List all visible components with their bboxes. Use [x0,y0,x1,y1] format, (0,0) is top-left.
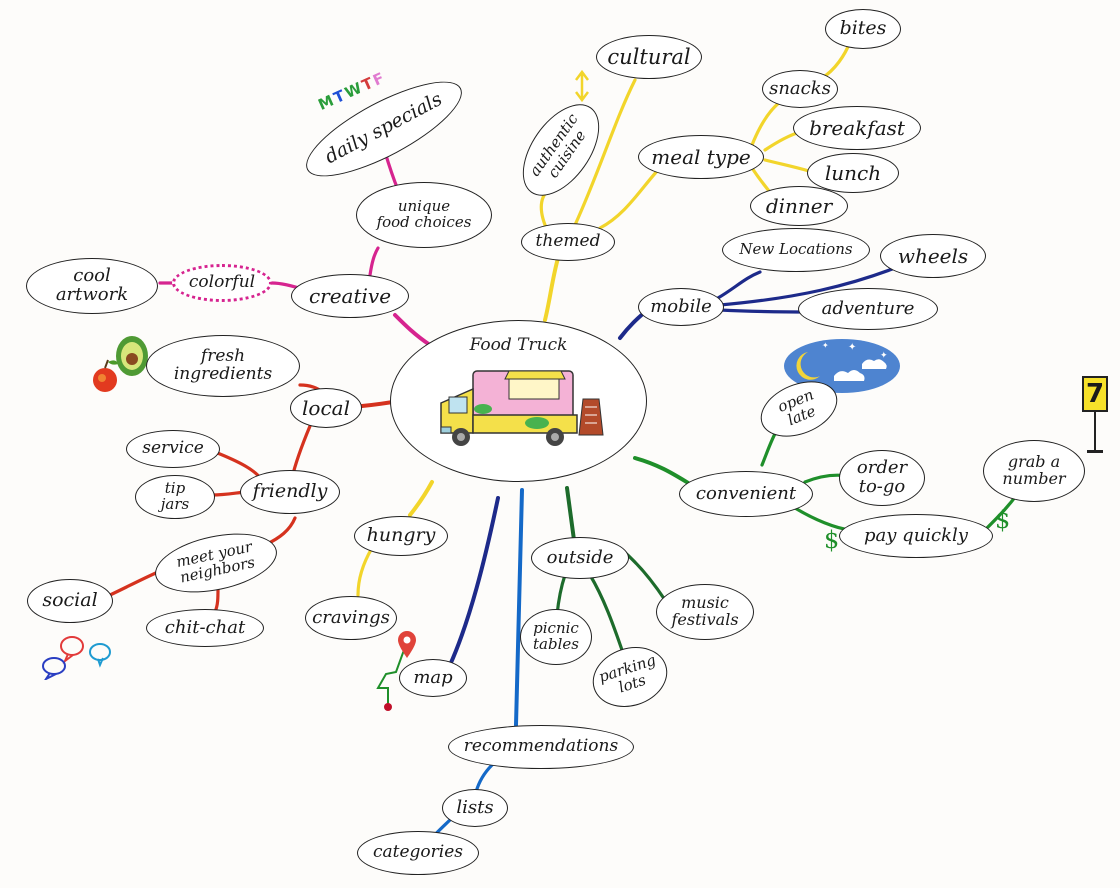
node-bites[interactable]: bites [825,9,901,49]
node-cravings[interactable]: cravings [305,596,397,640]
node-grab-a-number[interactable]: grab a number [983,440,1085,502]
branch-pay-quickly [793,506,852,532]
node-outside[interactable]: outside [531,537,629,579]
branch-unique-food [368,246,380,277]
node-tip-jars[interactable]: tip jars [135,475,215,519]
node-lists[interactable]: lists [442,789,508,827]
branch-social [108,570,160,597]
svg-text:✦: ✦ [880,351,888,361]
node-breakfast[interactable]: breakfast [793,106,921,150]
node-social[interactable]: social [27,579,113,623]
node-categories[interactable]: categories [357,831,479,875]
branch-cravings [356,546,374,597]
number-sign-icon: 7 [1082,376,1112,466]
map-pin-icon [398,631,416,658]
node-new-locations[interactable]: New Locations [722,228,870,272]
branch-cultural [573,78,637,227]
node-music-festivals[interactable]: music festivals [656,584,754,640]
dollar-icon-left: $ [824,526,840,554]
node-service[interactable]: service [126,430,220,468]
branch-bites [820,40,852,80]
branch-recommendations [514,488,524,727]
node-recommendations[interactable]: recommendations [448,725,634,769]
number-sign-text: 7 [1082,376,1108,412]
node-order-to-go[interactable]: order to-go [839,450,925,506]
node-unique-food-choices[interactable]: unique food choices [356,182,492,248]
node-convenient[interactable]: convenient [679,471,813,517]
node-lunch[interactable]: lunch [807,153,899,193]
branch-lunch [763,158,814,174]
node-mobile[interactable]: mobile [638,288,724,326]
svg-text:✦: ✦ [848,342,856,353]
night-sky-icon: ✦ ✦ ✦ [784,339,900,393]
branch-local [360,400,395,408]
node-themed[interactable]: themed [521,223,615,261]
branch-snacks [750,100,782,147]
map-route-dot [384,703,392,711]
branch-parking-lots [588,573,624,652]
node-adventure[interactable]: adventure [798,288,938,330]
branch-new-locations [716,270,762,300]
node-snacks[interactable]: snacks [762,70,838,108]
arrow-cultural-link [575,69,589,103]
dollar-icon-right: $ [995,506,1011,534]
branch-map [448,496,500,667]
node-dinner[interactable]: dinner [750,186,848,226]
speech-bubbles-icon [42,636,111,680]
node-meal-type[interactable]: meal type [638,135,764,179]
central-node[interactable]: Food Truck [390,320,647,482]
branch-convenient [633,456,692,486]
node-pay-quickly[interactable]: pay quickly [839,514,993,558]
map-route [376,649,405,706]
node-local[interactable]: local [290,388,362,428]
branch-wheels [718,266,897,307]
node-friendly[interactable]: friendly [240,470,340,514]
branch-lists [474,763,494,794]
node-chit-chat[interactable]: chit-chat [146,609,264,647]
branch-hungry [408,480,434,517]
node-picnic-tables[interactable]: picnic tables [520,609,592,665]
food-truck-icon [440,370,604,446]
node-hungry[interactable]: hungry [354,516,448,556]
node-cool-artwork[interactable]: cool artwork [26,258,158,314]
branch-meal-type [598,168,660,230]
node-fresh-ingredients[interactable]: fresh ingredients [146,335,300,397]
branch-themed [543,256,560,322]
node-colorful[interactable]: colorful [172,264,272,302]
branch-adventure [718,308,812,314]
branch-breakfast [763,130,802,152]
node-creative[interactable]: creative [291,274,409,318]
node-map[interactable]: map [399,659,467,697]
node-wheels[interactable]: wheels [880,234,986,278]
branch-outside [565,486,576,542]
node-cultural[interactable]: cultural [596,35,702,79]
apple-avocado-icon [93,336,148,392]
svg-text:✦: ✦ [822,341,829,350]
branch-creative [393,313,432,347]
central-title: Food Truck [469,335,568,355]
